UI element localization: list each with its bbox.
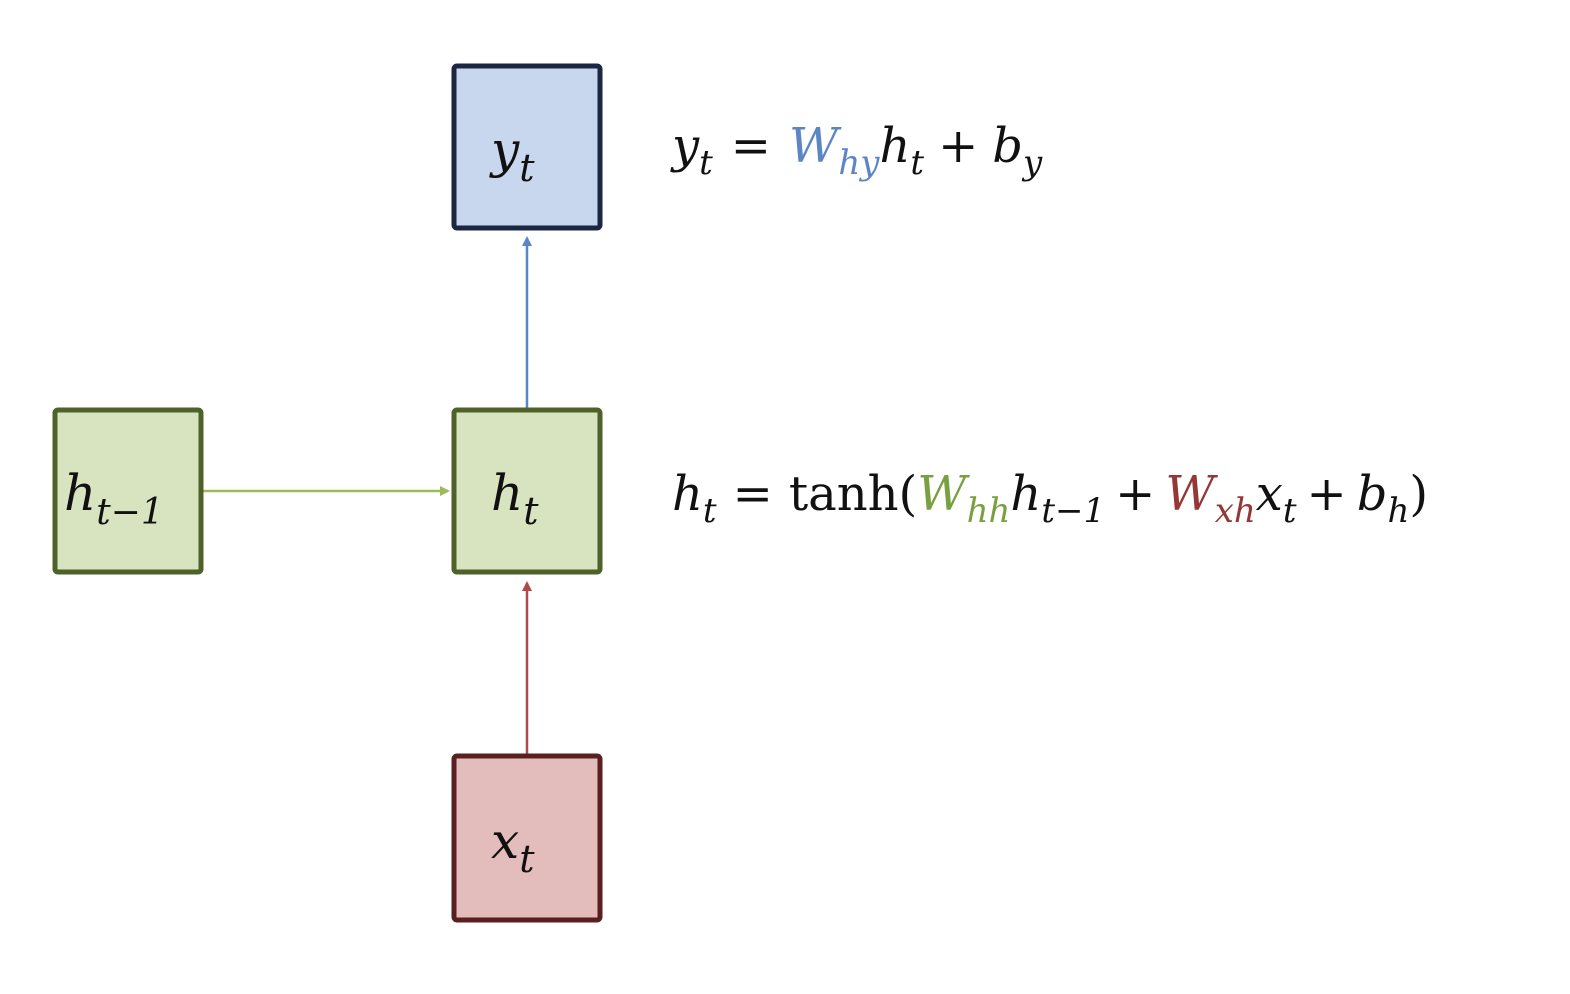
- prev-hidden-node-box: [52, 407, 204, 575]
- eq-hid-h-sub: t−1: [1041, 491, 1105, 531]
- prev-hidden-node-label: ht−1: [64, 464, 164, 533]
- prev-hidden-node: ht−1: [52, 407, 204, 575]
- eq-hid-bias-sub: h: [1387, 491, 1409, 531]
- input-node-box: [451, 753, 603, 923]
- prev-hidden-node-base: h: [64, 464, 96, 522]
- output-node-base: y: [489, 121, 520, 179]
- eq-out-bias-sub: y: [1021, 143, 1043, 183]
- eq-hid-w2: W: [1165, 466, 1218, 522]
- eq-out-h-sub: t: [910, 143, 924, 183]
- eq-out-bias: b: [992, 118, 1023, 174]
- eq-hid-equals: =: [733, 466, 773, 522]
- prev-hidden-node-sub: t−1: [96, 492, 164, 533]
- eq-hid-close: ): [1409, 466, 1428, 522]
- eq-hid-x-sub: t: [1283, 491, 1297, 531]
- hidden-node-base: h: [491, 464, 523, 522]
- hidden-node-box: [451, 407, 603, 575]
- eq-out-weight: W: [789, 118, 842, 174]
- input-node-xt: xt: [451, 753, 603, 923]
- eq-out-weight-sub: hy: [838, 143, 880, 183]
- eq-hid-w2-sub: xh: [1215, 491, 1256, 531]
- output-node-yt: yt: [451, 63, 603, 231]
- hidden-node-ht: ht: [451, 407, 603, 575]
- output-equation: yt=Whyht+by: [670, 118, 1043, 183]
- eq-out-lhs: y: [670, 118, 700, 174]
- eq-hid-lhs: h: [672, 466, 703, 522]
- output-node-label: yt: [489, 121, 535, 190]
- input-node-sub: t: [519, 837, 535, 881]
- input-node-base: x: [491, 812, 519, 870]
- eq-out-plus: +: [938, 118, 978, 174]
- eq-hid-bias: b: [1357, 466, 1388, 522]
- eq-hid-h: h: [1010, 466, 1041, 522]
- eq-hid-tanh: tanh(: [789, 466, 917, 522]
- input-node-label: xt: [491, 812, 535, 881]
- output-node-box: [451, 63, 603, 231]
- hidden-node-sub: t: [523, 489, 539, 533]
- eq-out-h: h: [879, 118, 910, 174]
- eq-hid-x: x: [1256, 466, 1283, 522]
- hidden-equation: ht=tanh(Whhht−1+Wxhxt+bh): [672, 466, 1428, 531]
- eq-hid-w1: W: [917, 466, 970, 522]
- eq-hid-plus2: +: [1307, 466, 1347, 522]
- eq-hid-plus1: +: [1115, 466, 1155, 522]
- eq-out-equals: =: [731, 118, 771, 174]
- output-node-sub: t: [519, 146, 535, 190]
- eq-hid-lhs-sub: t: [703, 491, 717, 531]
- eq-hid-w1-sub: hh: [967, 491, 1011, 531]
- hidden-node-label: ht: [491, 464, 539, 533]
- eq-out-lhs-sub: t: [699, 143, 713, 183]
